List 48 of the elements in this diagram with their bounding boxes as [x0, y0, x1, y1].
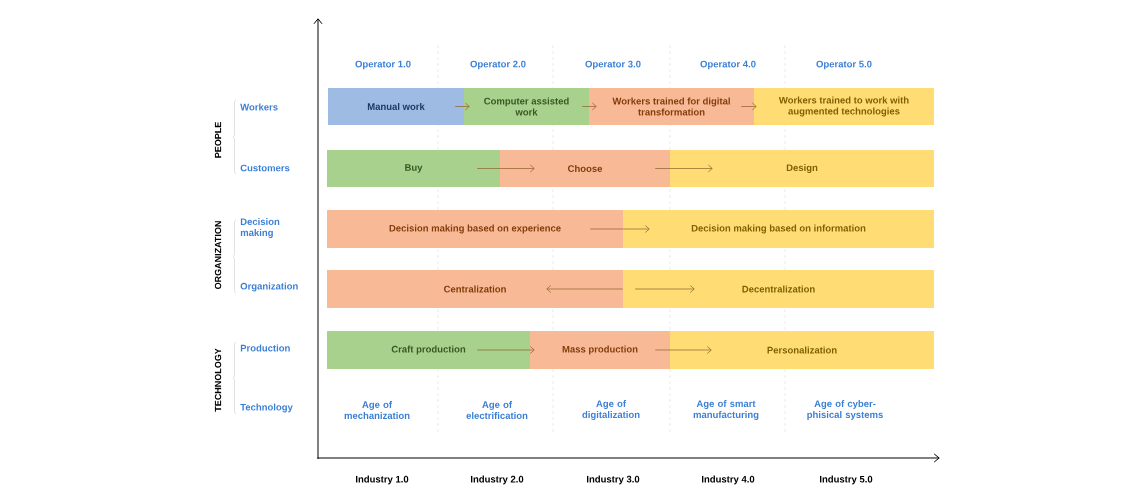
column-header: Operator 4.0	[700, 60, 756, 70]
stage-bar: Decision making based on information	[623, 210, 934, 248]
row-label: Customers	[240, 164, 290, 172]
column-header: Operator 1.0	[355, 60, 411, 70]
group-label: ORGANIZATION	[214, 221, 222, 290]
stage-bar: Workers trained for digital transformation	[589, 88, 754, 125]
stage-bar: Buy	[327, 150, 500, 187]
row-label: Decision making	[240, 218, 280, 238]
group-label: PEOPLE	[214, 122, 222, 158]
arrow	[740, 102, 757, 111]
axis-label: Industry 2.0	[471, 475, 524, 485]
arrow	[454, 102, 470, 111]
stage-bar: Centralization	[327, 270, 623, 308]
axis-label: Industry 5.0	[820, 475, 873, 485]
group-label: TECHNOLOGY	[214, 348, 222, 412]
row-label: Production	[240, 344, 290, 352]
row-label: Technology	[240, 403, 293, 413]
row-label: Workers	[240, 103, 278, 111]
stage-bar: Workers trained to work with augmented technologies	[754, 88, 934, 125]
era-label: Age of digitalization	[582, 400, 640, 420]
stage-bar: Decentralization	[623, 270, 934, 308]
stage-bar: Mass production	[530, 331, 670, 369]
column-header: Operator 2.0	[470, 60, 526, 70]
axis-label: Industry 4.0	[702, 475, 755, 485]
column-header: Operator 5.0	[816, 60, 872, 70]
stage-bar: Decision making based on experience	[327, 210, 623, 248]
era-label: Age of mechanization	[344, 401, 410, 419]
era-label: Age of smart manufacturing	[693, 400, 759, 420]
arrow	[476, 164, 535, 173]
axis-label: Industry 1.0	[356, 475, 409, 485]
era-label: Age of electrification	[466, 401, 528, 419]
axis-label: Industry 3.0	[587, 475, 640, 485]
stage-bar: Manual work	[328, 88, 464, 125]
era-label: Age of cyber-phisical systems	[807, 400, 883, 420]
arrow	[589, 225, 650, 233]
stage-bar: Personalization	[670, 331, 934, 369]
stage-bar: Design	[670, 150, 934, 187]
arrow	[581, 102, 597, 111]
column-header: Operator 3.0	[585, 60, 641, 70]
arrow	[654, 346, 712, 354]
stage-bar: Computer assisted work	[464, 88, 589, 125]
stage-bar: Choose	[500, 150, 670, 187]
arrow	[546, 285, 624, 293]
row-label: Organization	[240, 282, 298, 292]
arrow	[634, 285, 695, 293]
arrow	[476, 346, 535, 354]
stage-bar: Craft production	[327, 331, 530, 369]
arrow	[654, 164, 713, 173]
